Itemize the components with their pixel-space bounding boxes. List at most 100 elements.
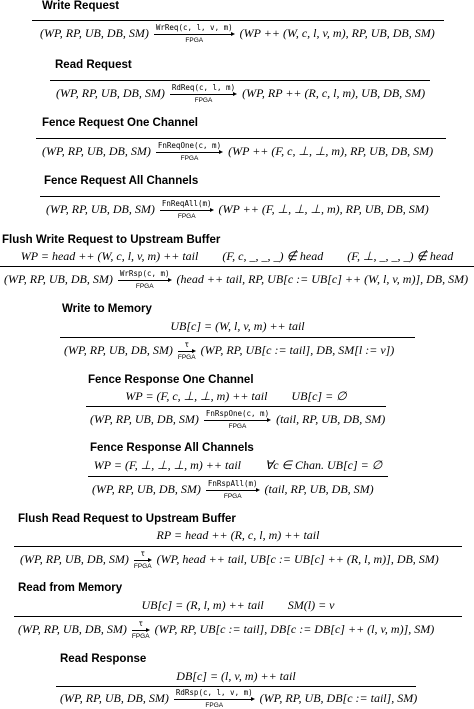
transition-arrow: FnReqAll(m) FPGA [159, 199, 214, 220]
transition-arrow: FnRspOne(c, m)FPGA [203, 409, 272, 430]
rule-conclusion: (WP, RP, UB, DB, SM) WrRsp(c, m) FPGA (he… [4, 269, 469, 291]
rule-title: Flush Write Request to Upstream Buffer [2, 234, 221, 246]
conclusion-rhs: (WP ++ (F, ⊥, ⊥, ⊥, m), RP, UB, DB, SM) [218, 201, 429, 216]
transition-label: FnReqAll(m) [161, 199, 212, 208]
arrow-icon [133, 558, 152, 563]
rule-conclusion: (WP, RP, UB, DB, SM) RdReq(c, l, m)FPGA … [56, 83, 426, 105]
transition-subscript: FPGA [177, 213, 196, 220]
transition-label: FnReqOne(c, m) [157, 141, 222, 150]
rule-title: Write to Memory [62, 303, 152, 315]
conclusion-rhs: (WP, RP, UB[c := tail], DB, SM[l := v]) [200, 342, 395, 357]
arrow-icon [155, 150, 224, 155]
transition-label: FnRspAll(m) [207, 479, 258, 488]
rule-premise: UB[c] = (W, l, v, m) ++ tail [170, 319, 305, 333]
conclusion-lhs: (WP, RP, UB, DB, SM) [4, 271, 113, 286]
rule-conclusion: (WP, RP, UB, DB, SM) FnReqOne(c, m)FPGA … [42, 141, 434, 163]
inference-bar [56, 686, 416, 687]
conclusion-lhs: (WP, RP, UB, DB, SM) [92, 481, 201, 496]
transition-arrow: FnReqOne(c, m) FPGA [155, 141, 224, 162]
rule-conclusion: (WP, RP, UB, DB, SM) WrReq(c, l, v, m) FP… [40, 23, 435, 45]
rule-premise: WP = (F, ⊥, ⊥, ⊥, m) ++ tail ∀c ∈ Chan. … [93, 458, 383, 472]
rule-title: Fence Request One Channel [42, 117, 198, 129]
conclusion-rhs: (WP ++ (W, c, l, v, m), RP, UB, DB, SM) [239, 25, 435, 40]
rule-title: Fence Response All Channels [90, 442, 254, 454]
transition-subscript: FPGA [205, 702, 224, 709]
rule-conclusion: (WP, RP, UB, DB, SM) RdRsp(c, l, v, m) FP… [60, 689, 417, 709]
conclusion-rhs: (head ++ tail, RP, UB[c := UB[c] ++ (W, … [176, 271, 469, 286]
conclusion-rhs: (tail, RP, UB, DB, SM) [264, 481, 374, 496]
conclusion-rhs: (WP, RP, UB, DB[c := tail], SM) [259, 690, 418, 705]
transition-subscript: FPGA [135, 283, 154, 290]
transition-arrow: WrRsp(c, m) FPGA [117, 269, 172, 290]
transition-subscript: FPGA [180, 155, 199, 162]
conclusion-rhs: (WP, RP, UB[c := tail], DB[c := DB[c] ++… [154, 621, 435, 636]
transition-subscript: FPGA [131, 633, 150, 640]
rule-title: Fence Request All Channels [44, 175, 199, 187]
inference-bar [40, 196, 440, 197]
conclusion-lhs: (WP, RP, UB, DB, SM) [60, 690, 169, 705]
transition-subscript: FPGA [185, 37, 204, 44]
conclusion-lhs: (WP, RP, UB, DB, SM) [42, 143, 151, 158]
conclusion-rhs: (WP, RP ++ (R, c, l, m), UB, DB, SM) [242, 85, 426, 100]
transition-subscript: FPGA [194, 97, 213, 104]
conclusion-rhs: (WP, head ++ tail, UB[c := UB[c] ++ (R, … [156, 551, 439, 566]
arrow-icon [205, 488, 260, 493]
conclusion-lhs: (WP, RP, UB, DB, SM) [40, 25, 149, 40]
transition-label: RdReq(c, l, m) [171, 83, 236, 92]
conclusion-rhs: (tail, RP, UB, DB, SM) [276, 411, 386, 426]
arrow-icon [203, 418, 272, 423]
inference-bar [14, 546, 462, 547]
rule-conclusion: (WP, RP, UB, DB, SM) FnRspOne(c, m)FPGA … [90, 409, 386, 431]
conclusion-lhs: (WP, RP, UB, DB, SM) [46, 201, 155, 216]
conclusion-lhs: (WP, RP, UB, DB, SM) [56, 85, 165, 100]
inference-bar [14, 616, 462, 617]
arrow-icon [153, 32, 235, 37]
rule-premise: RP = head ++ (R, c, l, m) ++ tail [156, 528, 320, 542]
inference-bar [88, 476, 388, 477]
transition-label: τ [140, 549, 145, 558]
transition-subscript: FPGA [223, 493, 242, 500]
inference-bar [32, 20, 444, 21]
rule-title: Fence Response One Channel [88, 374, 254, 386]
arrow-icon [131, 628, 150, 633]
rule-title: Write Request [42, 0, 120, 12]
rule-title: Read from Memory [18, 582, 123, 594]
transition-arrow: RdRsp(c, l, v, m) FPGA [173, 688, 255, 709]
conclusion-rhs: (WP ++ (F, c, ⊥, ⊥, m), RP, UB, DB, SM) [228, 143, 434, 158]
arrow-icon [117, 278, 172, 283]
inference-bar [0, 266, 474, 267]
inference-bar [36, 138, 446, 139]
rule-premise: WP = head ++ (W, c, l, v, m) ++ tail (F,… [20, 249, 454, 263]
transition-arrow: FnRspAll(m) FPGA [205, 479, 260, 500]
transition-label: τ [138, 619, 143, 628]
arrow-icon [159, 208, 214, 213]
arrow-icon [173, 697, 255, 702]
transition-label: RdRsp(c, l, v, m) [175, 688, 253, 697]
conclusion-lhs: (WP, RP, UB, DB, SM) [18, 621, 127, 636]
inference-bar [60, 337, 415, 338]
rule-title: Flush Read Request to Upstream Buffer [18, 513, 236, 525]
transition-arrow: RdReq(c, l, m) FPGA [169, 83, 238, 104]
rule-conclusion: (WP, RP, UB, DB, SM) FnRspAll(m) FPGA (ta… [92, 479, 374, 501]
transition-label: FnRspOne(c, m) [205, 409, 270, 418]
transition-label: WrReq(c, l, v, m) [155, 23, 233, 32]
transition-arrow: WrReq(c, l, v, m) FPGA [153, 23, 235, 44]
conclusion-lhs: (WP, RP, UB, DB, SM) [20, 551, 129, 566]
transition-subscript: FPGA [133, 563, 152, 570]
transition-subscript: FPGA [177, 354, 196, 361]
transition-label: WrRsp(c, m) [119, 269, 170, 278]
conclusion-lhs: (WP, RP, UB, DB, SM) [64, 342, 173, 357]
arrow-icon [177, 349, 196, 354]
rule-premise: WP = (F, c, ⊥, ⊥, m) ++ tail UB[c] = ∅ [125, 389, 347, 403]
rule-title: Read Request [55, 59, 132, 71]
rule-conclusion: (WP, RP, UB, DB, SM) FnReqAll(m) FPGA (WP… [46, 199, 429, 221]
inference-bar [86, 406, 386, 407]
rule-premise: DB[c] = (l, v, m) ++ tail [176, 669, 296, 683]
conclusion-lhs: (WP, RP, UB, DB, SM) [90, 411, 199, 426]
